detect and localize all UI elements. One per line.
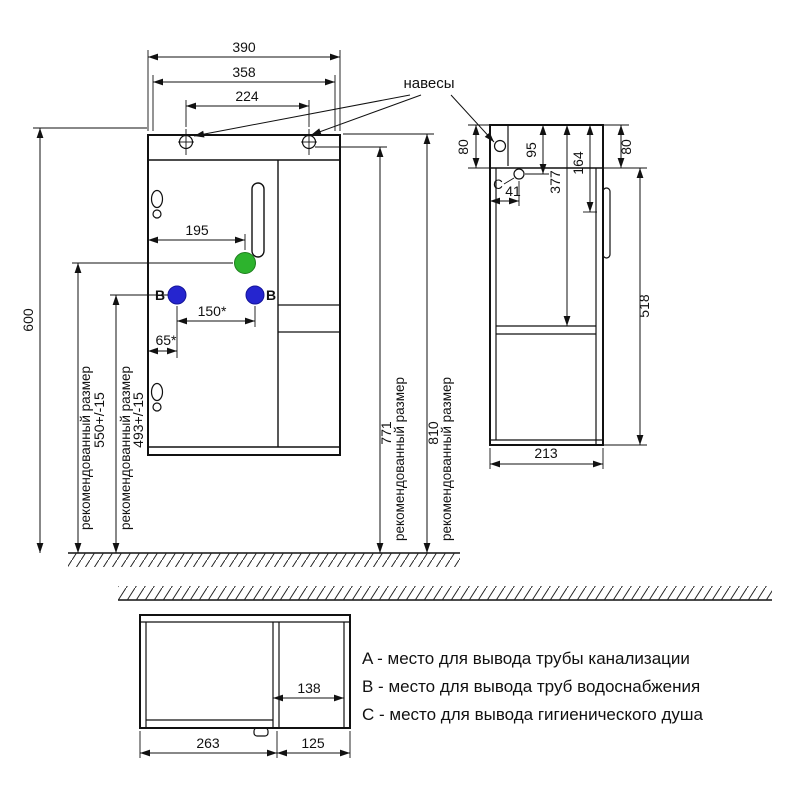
- top-view: 138 263 125: [118, 586, 772, 758]
- svg-text:600: 600: [20, 308, 36, 332]
- dim-open-section-width: 125: [277, 731, 351, 758]
- svg-text:377: 377: [547, 170, 563, 194]
- hinge-bottom-icon: [150, 382, 164, 412]
- svg-text:138: 138: [297, 680, 321, 696]
- outlet-a-marker: [234, 252, 256, 274]
- svg-text:493+/-15: 493+/-15: [130, 392, 146, 448]
- svg-text:263: 263: [196, 735, 220, 751]
- outlet-c-callout: C: [493, 177, 515, 192]
- svg-text:358: 358: [232, 64, 256, 80]
- wall-hatch: [118, 586, 772, 601]
- hangers-label: навесы: [403, 75, 454, 92]
- dim-body-height: 518: [604, 168, 652, 446]
- dim-depth: 213: [489, 445, 604, 469]
- dim-top-rail-right: 80: [604, 124, 647, 169]
- hangers-callout: навесы: [193, 75, 495, 143]
- recommended-label-3: рекомендованный размер: [392, 377, 407, 541]
- legend: A - место для вывода трубы канализации B…: [362, 649, 704, 724]
- dim-164: 164: [570, 125, 597, 213]
- dim-outlet-b-spacing: 150*: [176, 303, 256, 358]
- floor-hatch: [68, 552, 460, 567]
- legend-item-a: A - место для вывода трубы канализации: [362, 649, 690, 668]
- dim-open-inner-width: 138: [273, 680, 344, 702]
- hinge-top-icon: [150, 189, 164, 219]
- dim-hanger-spacing: 224: [185, 88, 310, 127]
- svg-text:518: 518: [636, 294, 652, 318]
- side-view: C 41 80 95 377 164: [455, 124, 652, 469]
- svg-text:164: 164: [570, 151, 586, 175]
- outlet-b-label-right: B: [266, 287, 276, 303]
- dim-outlet-c-height: 95: [523, 125, 549, 175]
- svg-text:80: 80: [455, 139, 471, 155]
- recommended-label-2: рекомендованный размер: [118, 366, 133, 530]
- hanger-bracket-right-icon: [301, 129, 317, 155]
- svg-text:771: 771: [378, 421, 394, 445]
- svg-text:80: 80: [618, 139, 634, 155]
- dim-width-overall: 390: [147, 39, 341, 131]
- dim-top-height: 810 рекомендованный размер: [343, 133, 454, 553]
- svg-text:224: 224: [235, 88, 259, 104]
- svg-text:550+/-15: 550+/-15: [91, 392, 107, 448]
- recommended-label-4: рекомендованный размер: [439, 377, 454, 541]
- svg-text:41: 41: [505, 183, 521, 199]
- dim-top-rail-left: 80: [455, 124, 489, 169]
- dim-door-section-width: 263: [139, 731, 278, 758]
- dim-outlet-c-offset: 41: [490, 181, 521, 206]
- dim-outlet-a-height: рекомендованный размер 550+/-15: [72, 262, 233, 553]
- svg-text:150*: 150*: [198, 303, 227, 319]
- dim-width-inner: 358: [152, 64, 336, 131]
- side-door-handle: [602, 187, 611, 259]
- outlet-c-label: C: [493, 177, 503, 192]
- recommended-label-1: рекомендованный размер: [78, 366, 93, 530]
- front-view: B B 390 358 224 навесы: [20, 39, 495, 567]
- top-cabinet-outline: [139, 614, 351, 729]
- dim-outlet-a-offset: 195: [148, 222, 246, 250]
- legend-item-c: C - место для вывода гигиенического душа: [362, 705, 704, 724]
- svg-text:125: 125: [301, 735, 325, 751]
- svg-text:195: 195: [185, 222, 209, 238]
- side-hanger-bracket-icon: [493, 125, 509, 166]
- svg-text:65*: 65*: [155, 332, 177, 348]
- svg-text:810: 810: [425, 421, 441, 445]
- dim-shelf-height: 377: [547, 125, 571, 326]
- door-handle: [251, 182, 265, 258]
- hanger-bracket-left-icon: [178, 129, 194, 155]
- dim-height: 600: [20, 127, 147, 553]
- outlet-c-marker: [513, 168, 525, 180]
- outlet-b-marker-left: [167, 285, 187, 305]
- dim-hanger-height: 771 рекомендованный размер: [315, 146, 407, 553]
- outlet-b-marker-right: [245, 285, 265, 305]
- side-cabinet-outline: [489, 124, 604, 446]
- svg-text:95: 95: [523, 142, 539, 158]
- top-door-handle: [253, 727, 269, 737]
- svg-text:390: 390: [232, 39, 256, 55]
- dim-outlet-b-height: рекомендованный размер 493+/-15: [110, 294, 168, 553]
- dim-outlet-b-offset: 65*: [148, 332, 177, 355]
- svg-text:213: 213: [534, 445, 558, 461]
- legend-item-b: B - место для вывода труб водоснабжения: [362, 677, 700, 696]
